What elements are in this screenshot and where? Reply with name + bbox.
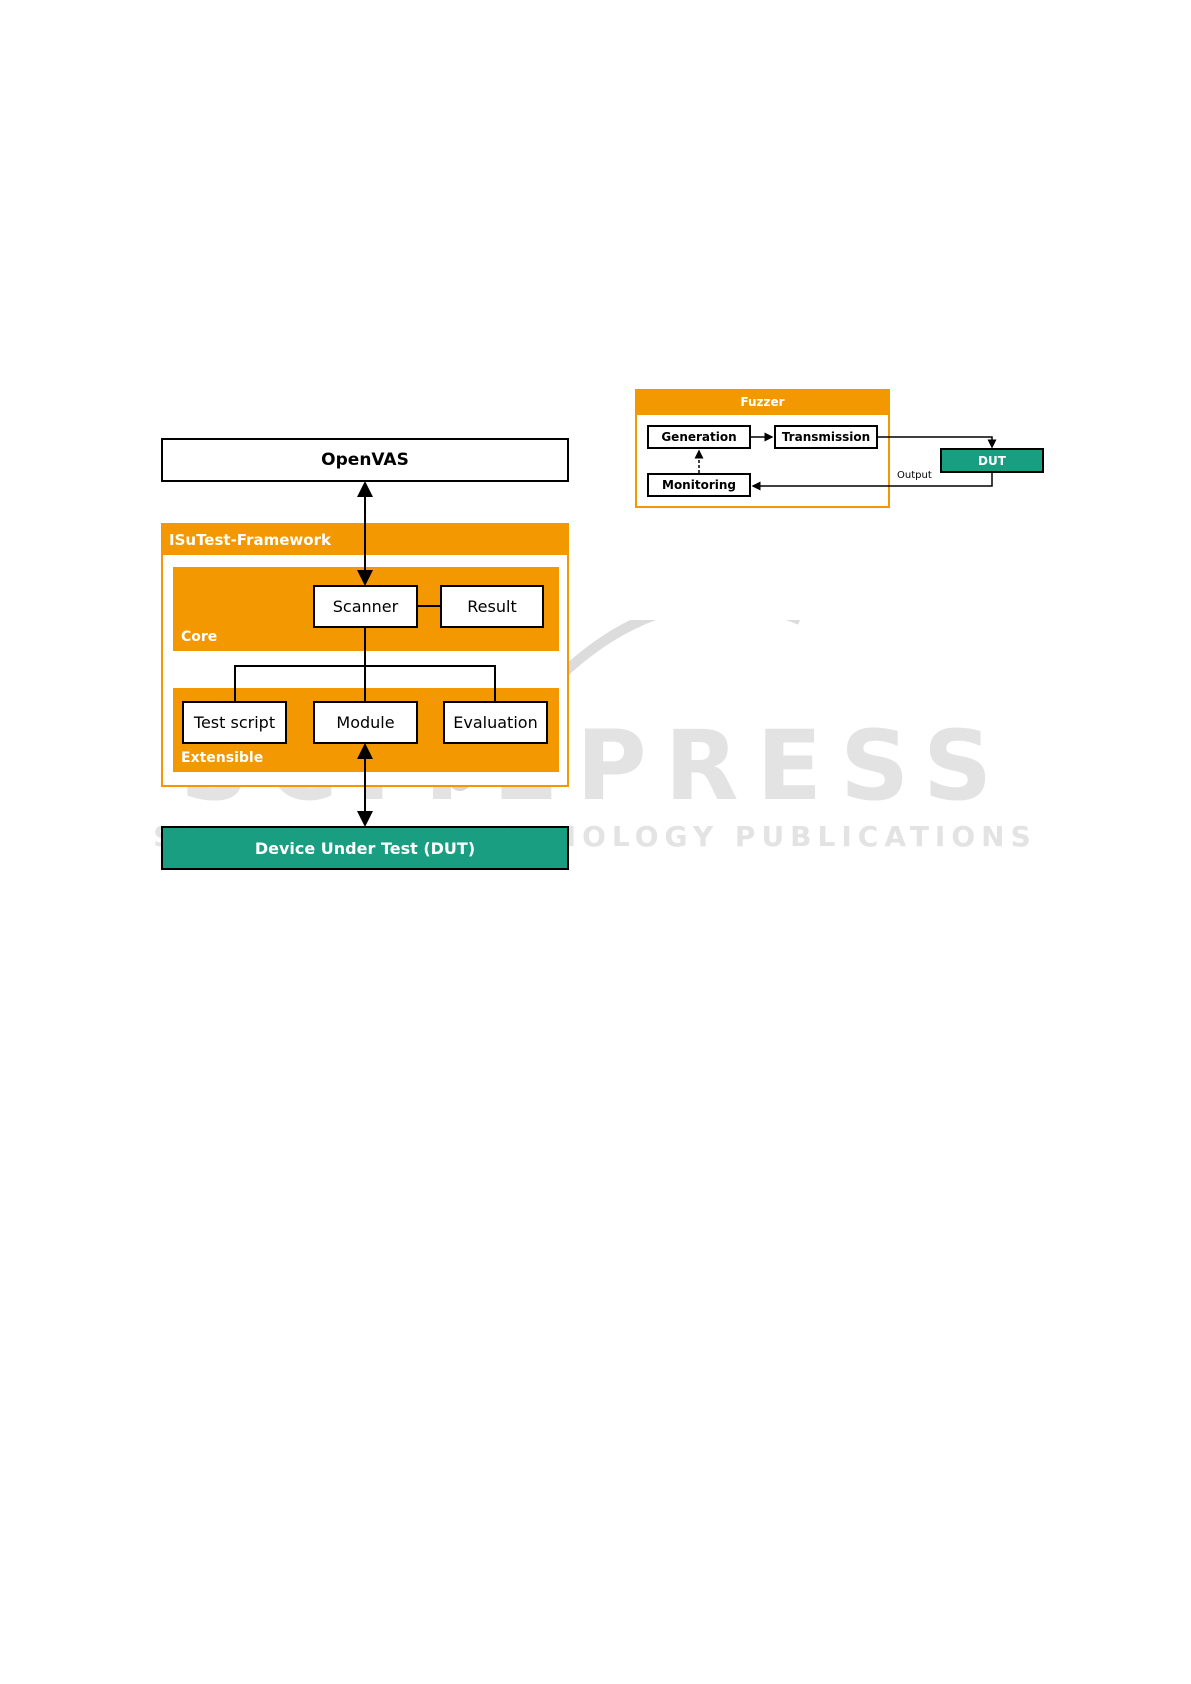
dut-monitoring-arrow bbox=[753, 473, 992, 486]
transmission-dut-arrow bbox=[878, 437, 992, 447]
